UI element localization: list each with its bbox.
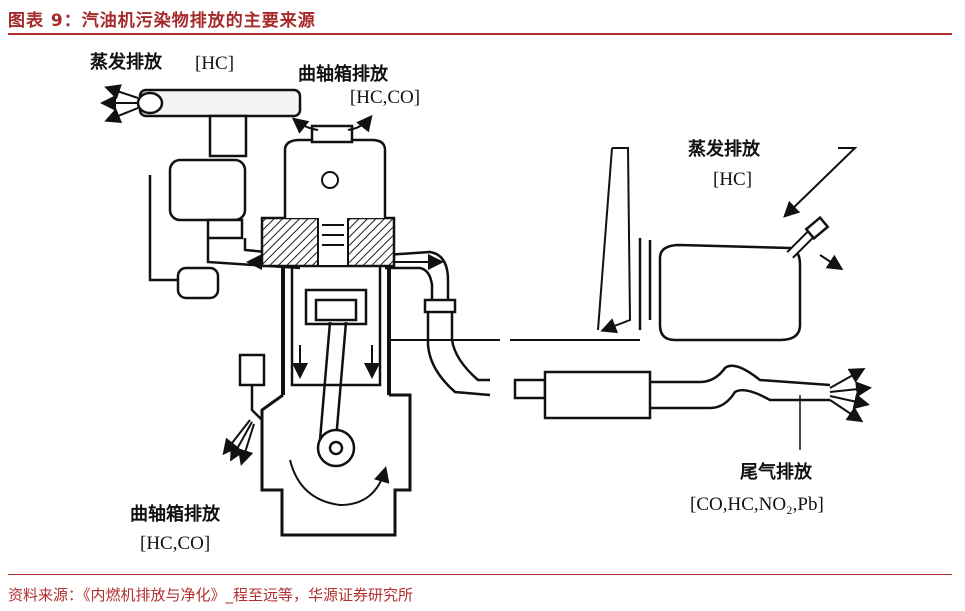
carburetor <box>148 158 247 300</box>
crankcase-emission-arrows-top <box>291 114 373 134</box>
label-crankcase-top-title: 曲轴箱排放 <box>298 63 389 85</box>
cylinder-block <box>281 266 391 395</box>
crankcase-emission-arrows-bottom <box>222 419 255 466</box>
label-tailpipe-sub: [CO,HC,NO₂,Pb] <box>690 494 824 515</box>
figure-title: 图表 9：汽油机污染物排放的主要来源 <box>8 11 316 31</box>
label-crankcase-top-sub: [HC,CO] <box>350 87 420 108</box>
tailpipe-emission-arrows <box>829 368 872 423</box>
breather <box>238 353 266 421</box>
evap-emission-arrows-right <box>597 147 858 334</box>
label-evap-top-left-sub: [HC] <box>195 53 234 74</box>
label-evap-top-left-title: 蒸发排放 <box>90 51 163 73</box>
fuel-tank <box>638 215 830 342</box>
evap-emission-arrows-left <box>100 84 139 123</box>
crank-mechanism <box>316 321 356 468</box>
crankcase <box>260 393 412 537</box>
label-evap-right-title: 蒸发排放 <box>688 138 761 160</box>
label-evap-right-sub: [HC] <box>713 169 752 190</box>
title-rule <box>8 33 952 35</box>
air-filter <box>136 88 302 158</box>
crank-rotation-arrow <box>289 459 390 507</box>
figure-source: 资料来源：《内燃机排放与净化》_程至远等，华源证券研究所 <box>8 586 414 604</box>
label-crankcase-bottom-title: 曲轴箱排放 <box>130 503 221 525</box>
label-tailpipe-title: 尾气排放 <box>740 461 813 483</box>
source-rule <box>8 574 952 575</box>
label-crankcase-bottom-sub: [HC,CO] <box>140 533 210 554</box>
